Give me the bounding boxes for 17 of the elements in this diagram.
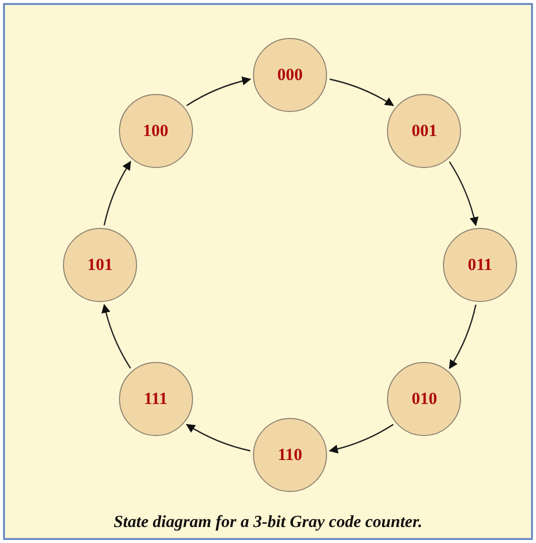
state-label: 011 (468, 255, 492, 275)
state-label: 111 (144, 389, 168, 410)
arrow (186, 76, 252, 106)
arrow (104, 160, 132, 226)
arrow (330, 78, 394, 106)
caption: State diagram for a 3-bit Gray code counter. (112, 512, 424, 532)
state-label: 010 (412, 389, 438, 410)
arrow (448, 304, 476, 370)
arrow (186, 424, 250, 452)
state-label: 000 (277, 65, 303, 85)
arrow (102, 304, 132, 369)
arrow (448, 161, 478, 226)
state-label: 101 (87, 255, 113, 275)
state-label: 001 (412, 120, 438, 141)
state-label: 100 (142, 120, 168, 141)
state-label: 110 (278, 445, 302, 465)
arrow (328, 424, 394, 454)
